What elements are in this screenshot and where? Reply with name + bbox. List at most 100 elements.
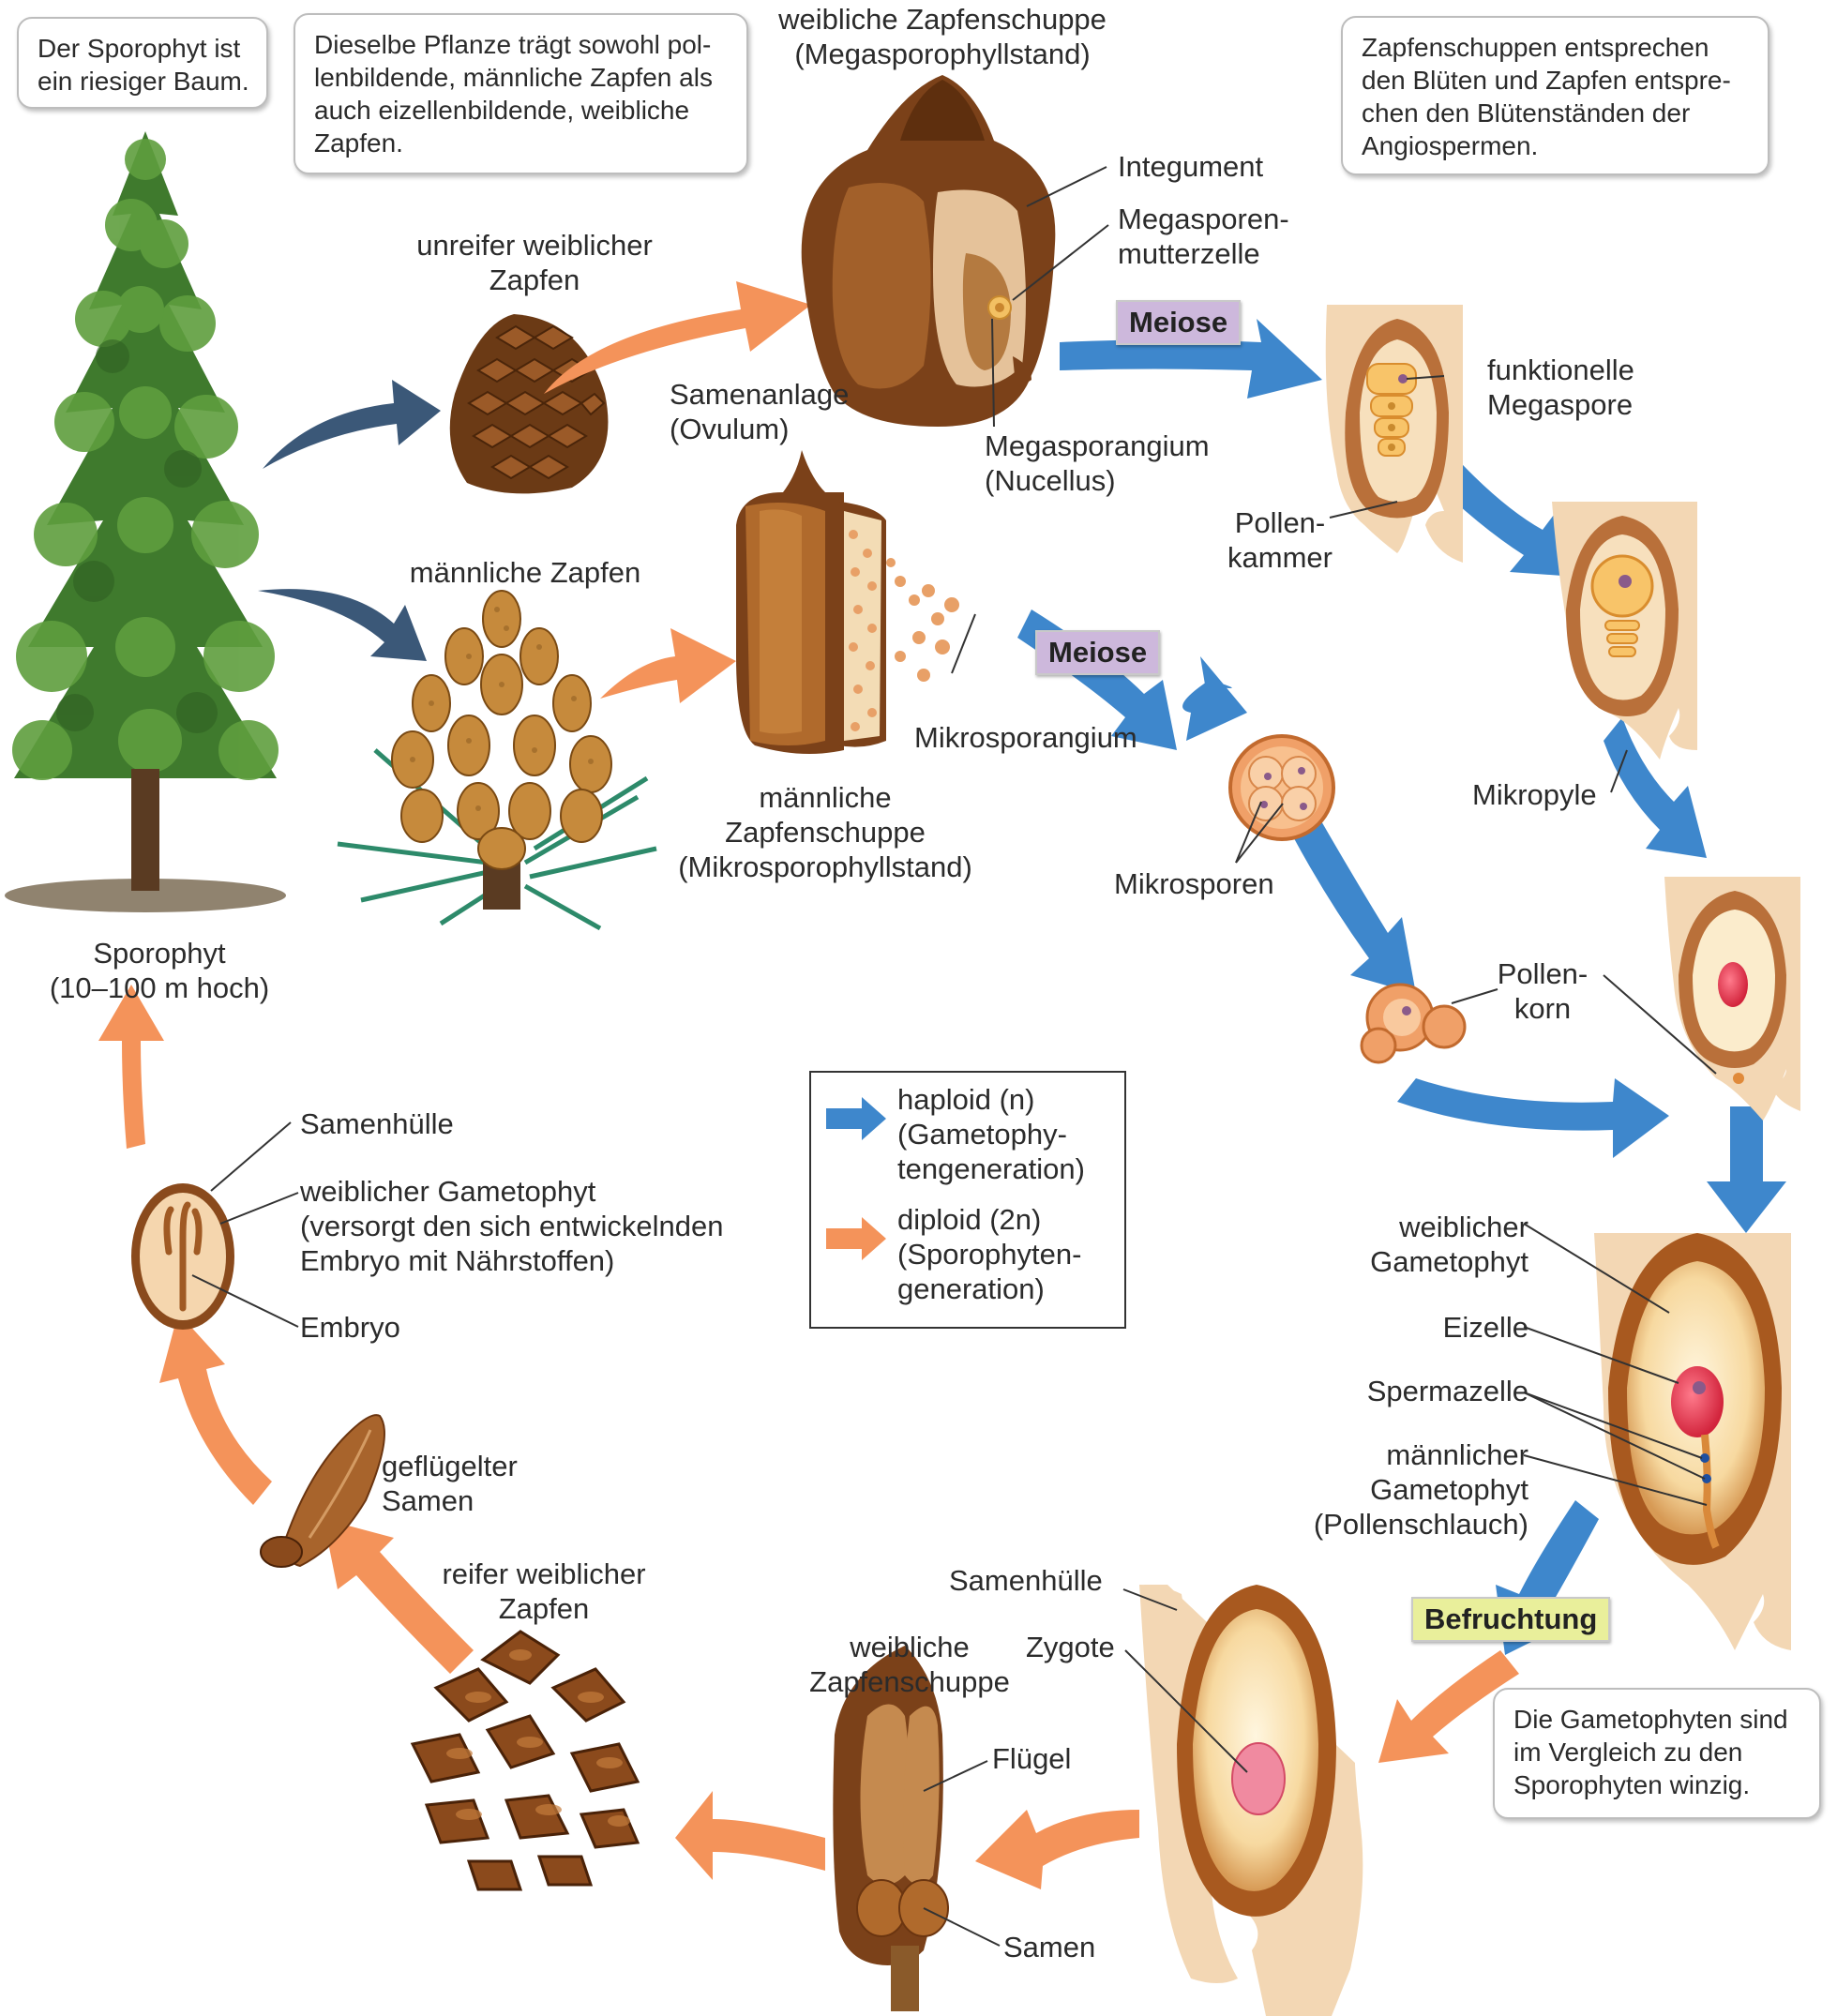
note-line: chen den Blütenständen der (1362, 98, 1691, 128)
label-maennliche-zapfenschuppe: männliche Zapfenschuppe (Mikrosporophyll… (656, 780, 994, 884)
note-line: Angiospermen. (1362, 131, 1539, 160)
label-maennliche-zapfen: männliche Zapfen (409, 556, 641, 589)
tree-to-cone-arrows (258, 380, 441, 661)
note-line: auch eizellenbildende, weibliche (314, 96, 690, 125)
label-line: Megasporen- (1118, 203, 1289, 235)
label-zygote: Zygote (1026, 1631, 1115, 1663)
leader-lines (191, 166, 1717, 1947)
note-line: ein riesiger Baum. (38, 67, 249, 96)
label-samenhuelle-right: Samenhülle (949, 1564, 1103, 1597)
label-line: kammer (1227, 541, 1333, 574)
diploid-legend-arrow (826, 1217, 886, 1260)
label-line: mutterzelle (1118, 237, 1260, 270)
mature-female-cone (410, 1630, 640, 1891)
note-gametophytes-tiny: Die Gametophyten sind im Vergleich zu de… (1493, 1688, 1821, 1819)
label-embryo: Embryo (300, 1311, 400, 1344)
seed-bearing-scale (833, 1646, 949, 2011)
label-sporophyt: Sporophyt (10–100 m hoch) (19, 936, 300, 1005)
label-fluegel: Flügel (992, 1742, 1072, 1775)
label-line: Zapfenschuppe (725, 816, 926, 849)
label-samen: Samen (1003, 1931, 1096, 1963)
note-line: Die Gametophyten sind (1513, 1705, 1788, 1734)
note-sporophyte-tree: Der Sporophyt ist ein riesiger Baum. (17, 17, 268, 109)
label-line: männlicher (1386, 1438, 1528, 1471)
meiose-tag-2: Meiose (1035, 630, 1161, 675)
meiose-tag-1: Meiose (1116, 300, 1242, 345)
haploid-arrows (1017, 319, 1786, 1655)
ovule-stage-3 (1664, 877, 1800, 1121)
label-mikrosporen: Mikrosporen (1114, 867, 1274, 900)
label-line: weibliche Zapfenschuppe (778, 3, 1107, 36)
label-weiblicher-gametophyt-left: weiblicher Gametophyt (versorgt den sich… (300, 1174, 723, 1278)
label-samenhuelle-left: Samenhülle (300, 1107, 454, 1140)
label-line: unreifer weiblicher (416, 229, 653, 262)
legend-diploid-text: diploid (2n) (Sporophyten- generation) (897, 1202, 1081, 1306)
label-maennlicher-gametophyt: männlicher Gametophyt (Pollenschlauch) (1266, 1437, 1528, 1542)
male-cone-cluster (337, 590, 657, 931)
note-line: den Blüten und Zapfen entspre- (1362, 66, 1731, 95)
label-unreifer-zapfen: unreifer weiblicher Zapfen (394, 228, 675, 297)
legend-line: (Gametophy- (897, 1118, 1067, 1151)
label-line: Sporophyt (93, 937, 226, 970)
pollen-grain (1360, 983, 1467, 1064)
label-weibliche-zapfenschuppe-bottom: weibliche Zapfenschuppe (769, 1630, 1050, 1699)
label-pollenkammer: Pollen- kammer (1219, 505, 1341, 575)
label-weiblicher-gametophyt: weiblicher Gametophyt (1313, 1210, 1528, 1279)
note-line: Zapfen. (314, 128, 403, 158)
label-reifer-zapfen: reifer weiblicher Zapfen (394, 1557, 694, 1626)
label-samenanlage: Samenanlage (Ovulum) (670, 377, 849, 446)
label-line: Embryo mit Nährstoffen) (300, 1244, 615, 1277)
female-cone-scale-top (801, 75, 1056, 427)
note-line: lenbildende, männliche Zapfen als (314, 63, 713, 92)
label-line: Gametophyt (1370, 1245, 1528, 1278)
note-line: Sporophyten winzig. (1513, 1770, 1751, 1799)
label-line: männliche (759, 781, 892, 814)
label-line: (Pollenschlauch) (1313, 1508, 1528, 1541)
befruchtung-tag: Befruchtung (1411, 1597, 1611, 1642)
label-line: Gametophyt (1370, 1473, 1528, 1506)
label-line: funktionelle (1487, 354, 1634, 386)
label-integument: Integument (1118, 150, 1264, 183)
legend-line: diploid (2n) (897, 1203, 1042, 1236)
label-line: geflügelter (382, 1450, 518, 1482)
sporophyte-tree (5, 131, 286, 912)
note-line: im Vergleich zu den (1513, 1738, 1743, 1767)
immature-female-cone (449, 314, 609, 494)
label-line: (versorgt den sich entwickelnden (300, 1210, 724, 1242)
seed-cross-section (131, 1183, 234, 1330)
legend: haploid (n) (Gametophy- tengeneration) d… (809, 1071, 1126, 1329)
legend-haploid-text: haploid (n) (Gametophy- tengeneration) (897, 1082, 1085, 1186)
label-line: Zapfenschuppe (809, 1665, 1010, 1698)
label-weibliche-zapfenschuppe-top: weibliche Zapfenschuppe (Megasporophylls… (750, 2, 1135, 71)
label-line: weiblicher (1399, 1211, 1528, 1243)
label-line: korn (1513, 992, 1572, 1025)
ovule-stage-1 (1325, 305, 1463, 563)
label-megasporangium: Megasporangium (Nucellus) (985, 429, 1210, 498)
ovule-stage-2 (1552, 502, 1697, 760)
label-line: Samen (382, 1484, 474, 1517)
note-line: Der Sporophyt ist (38, 34, 241, 63)
label-pollenkorn: Pollen- korn (1491, 956, 1594, 1026)
diploid-arrows-bottom (98, 985, 1519, 1889)
legend-line: haploid (n) (897, 1083, 1035, 1116)
note-cone-scales: Zapfenschuppen entsprechen den Blüten un… (1341, 16, 1769, 175)
legend-line: (Sporophyten- (897, 1238, 1082, 1271)
label-line: (10–100 m hoch) (49, 971, 270, 1004)
label-line: (Ovulum) (670, 413, 790, 445)
label-line: Zapfen (489, 263, 580, 296)
fertilization-ovule (1594, 1233, 1791, 1650)
label-line: (Megasporophyllstand) (794, 38, 1091, 70)
zygote-ovule (1139, 1585, 1363, 2016)
label-line: weibliche (850, 1631, 970, 1663)
microspore-tetrad (1228, 734, 1335, 841)
label-megasporenmutterzelle: Megasporen- mutterzelle (1118, 202, 1289, 271)
legend-line: tengeneration) (897, 1152, 1085, 1185)
label-line: reifer weiblicher (442, 1557, 646, 1590)
label-line: Pollen- (1497, 957, 1589, 990)
note-same-plant: Dieselbe Pflanze trägt sowohl pol- lenbi… (294, 13, 748, 174)
male-cone-scale (736, 450, 959, 754)
label-line: Pollen- (1234, 506, 1326, 539)
note-line: Zapfenschuppen entsprechen (1362, 33, 1709, 62)
haploid-legend-arrow (826, 1097, 886, 1140)
